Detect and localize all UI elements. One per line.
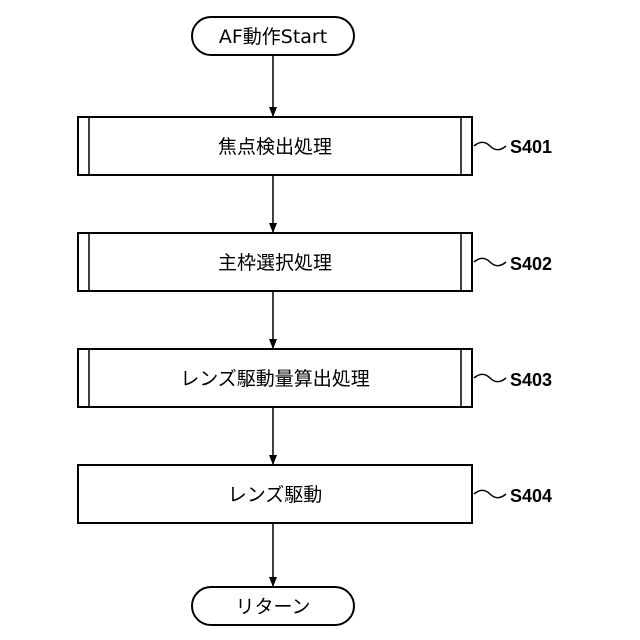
process-box-s403: レンズ駆動量算出処理	[78, 349, 472, 407]
step-leader-s402	[474, 258, 506, 266]
end-terminator: リターン	[192, 587, 354, 625]
process-box-s402: 主枠選択処理	[78, 233, 472, 291]
process-label-s404: レンズ駆動	[228, 484, 323, 506]
step-leader-s401	[474, 142, 506, 150]
step-leader-s403	[474, 374, 506, 382]
process-box-s401: 焦点検出処理	[78, 117, 472, 175]
step-id-s402: S402	[510, 254, 552, 274]
process-label-s402: 主枠選択処理	[218, 252, 332, 274]
end-label: リターン	[235, 596, 310, 618]
step-id-s404: S404	[510, 486, 552, 506]
step-id-s401: S401	[510, 137, 552, 157]
process-label-s401: 焦点検出処理	[218, 136, 332, 158]
process-box-s404: レンズ駆動	[78, 465, 472, 523]
step-leader-s404	[474, 490, 506, 498]
start-terminator: AF動作Start	[192, 17, 354, 55]
start-label: AF動作Start	[219, 26, 327, 48]
process-label-s403: レンズ駆動量算出処理	[180, 368, 370, 390]
step-id-s403: S403	[510, 370, 552, 390]
